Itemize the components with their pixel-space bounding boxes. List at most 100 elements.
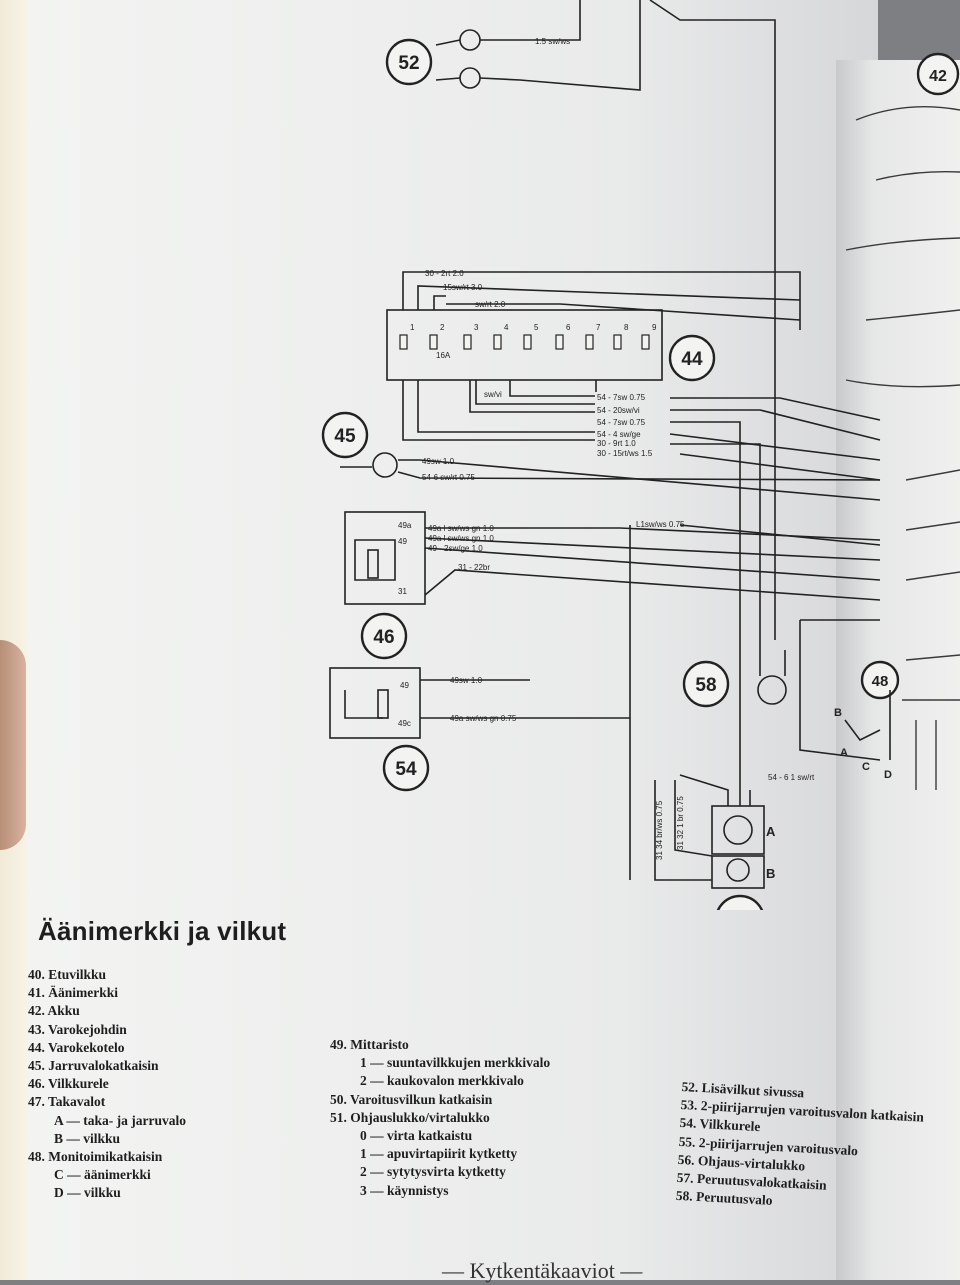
reverse-lamp-icon — [757, 675, 787, 705]
legend-item: B — vilkku — [54, 1130, 121, 1146]
relay-coil-54 — [377, 689, 389, 719]
legend-item: 0 — virta katkaistu — [360, 1128, 473, 1144]
fuse-2-rating: 16A — [436, 351, 451, 360]
component-45-circle — [321, 411, 369, 459]
component-54-label: 54 — [395, 759, 417, 780]
fuse-2-label: 2 — [440, 323, 445, 332]
flasher-relay-46 — [344, 511, 426, 605]
legend-item: 42. Akku — [28, 1003, 80, 1019]
component-54-circle — [382, 744, 430, 792]
component-44-label: 44 — [681, 349, 703, 370]
legend-item: 48. Monitoimikatkaisin — [28, 1149, 163, 1165]
wire-fuse-out-3: 54 - 7sw 0.75 — [597, 418, 646, 427]
component-46-circle — [360, 612, 408, 660]
term-54-49: 49 — [400, 681, 409, 690]
legend-item: 47. Takavalot — [28, 1094, 106, 1110]
fuse-9 — [641, 334, 650, 350]
legend-item: 44. Varokekotelo — [28, 1039, 125, 1055]
wire-54-49a: 49a sw/ws gn 0.75 — [450, 714, 517, 723]
wiring-diagram: 52 1.5 sw/ws 44 1 2 16A 3 4 5 6 7 8 9 30… — [321, 0, 960, 910]
fuse-1 — [399, 334, 408, 350]
wire-47-54-6: 54 - 6 1 sw/rt — [768, 773, 815, 782]
component-42-label: 42 — [929, 68, 947, 85]
page-footer: — Kytkentäkaaviot — — [442, 1258, 643, 1283]
component-48-label: 48 — [872, 673, 889, 690]
legend-item: 3 — käynnistys — [360, 1182, 449, 1198]
wire-46-2: 49a l sw/ws gn 1.0 — [428, 534, 494, 543]
term-46-49a: 49a — [398, 521, 412, 530]
legend-item: 1 — apuvirtapiirit kytketty — [360, 1146, 518, 1162]
wire-45-49sw: 49sw 1.0 — [422, 457, 455, 466]
legend-item: 46. Vilkkurele — [28, 1076, 109, 1092]
facing-page-diagram — [845, 105, 960, 790]
component-48-circle — [860, 660, 900, 700]
term-54-49c: 49c — [398, 719, 411, 728]
component-47-circle — [716, 894, 764, 910]
legend-item: 41. Äänimerkki — [28, 985, 119, 1001]
lamp-52b-icon — [459, 67, 481, 89]
fuse-5 — [523, 334, 532, 350]
wire-52-label: 1.5 sw/ws — [535, 37, 570, 46]
lamp-52a-icon — [459, 29, 481, 51]
legend-item: 43. Varokejohdin — [28, 1021, 127, 1037]
label-48-C: C — [862, 761, 870, 773]
tail-brake-lamp-icon — [723, 815, 753, 845]
wire-46-4: 31 - 22br — [458, 563, 490, 572]
flasher-relay-54 — [329, 667, 421, 739]
fuse-3 — [463, 334, 472, 350]
wire-45-54-6: 54-6 sw/rt 0.75 — [422, 473, 475, 482]
brake-switch-icon — [372, 452, 398, 478]
relay-coil-46 — [367, 549, 379, 579]
legend-item: 45. Jarruvalokatkaisin — [28, 1058, 159, 1074]
component-42-circle — [916, 52, 960, 96]
wire-46-1: 49a l sw/ws gn 1.0 — [428, 524, 494, 533]
rear-light-47a — [711, 805, 765, 855]
fuse-4-label: 4 — [504, 323, 509, 332]
wire-sw-vi: sw/vi — [484, 390, 502, 399]
legend-item: C — äänimerkki — [54, 1167, 151, 1183]
fuse-5-label: 5 — [534, 323, 539, 332]
legend-item: 1 — suuntavilkkujen merkkivalo — [360, 1055, 551, 1071]
component-44-circle — [668, 334, 716, 382]
label-48-B: B — [834, 707, 842, 719]
label-48-D: D — [884, 769, 892, 781]
turn-lamp-icon — [726, 858, 750, 882]
label-47-A: A — [766, 824, 776, 839]
wire-fuse-out-4: 54 - 4 sw/ge — [597, 430, 641, 439]
wire-47-31-34: 31 34 br/ws 0.75 — [655, 800, 664, 860]
component-58-label: 58 — [695, 675, 716, 696]
legend-column-2: 49. Mittaristo 1 — suuntavilkkujen merkki… — [330, 1036, 550, 1200]
wire-fuse-out-5: 30 - 9rt 1.0 — [597, 439, 636, 448]
fuse-box-44 — [386, 309, 663, 381]
label-47-B: B — [766, 866, 775, 881]
legend-item: A — taka- ja jarruvalo — [54, 1112, 186, 1128]
legend-item: 50. Varoitusvilkun katkaisin — [330, 1091, 493, 1107]
section-heading: Äänimerkki ja vilkut — [38, 916, 287, 946]
component-52-label: 52 — [398, 53, 419, 74]
wire-15sw-rt: 15sw/rt 3.0 — [443, 283, 483, 292]
fuse-1-label: 1 — [410, 323, 415, 332]
fuse-7-label: 7 — [596, 323, 601, 332]
component-52-circle — [385, 38, 433, 86]
component-45-label: 45 — [334, 426, 356, 447]
legend-item: 2 — kaukovalon merkkivalo — [360, 1073, 524, 1089]
thumb — [0, 640, 26, 850]
wire-30-2rt: 30 - 2rt 2.0 — [425, 269, 464, 278]
legend-column-1: 40. Etuvilkku 41. Äänimerkki 42. Akku 43. V… — [28, 966, 186, 1203]
fuse-2 — [429, 334, 438, 350]
component-58-circle — [682, 660, 730, 708]
label-48-A: A — [840, 747, 848, 759]
fuse-8 — [613, 334, 622, 350]
legend-item: 51. Ohjauslukko/virtalukko — [330, 1109, 490, 1125]
legend-item: 40. Etuvilkku — [28, 967, 107, 982]
wire-fuse-out-6: 30 - 15rt/ws 1.5 — [597, 449, 653, 458]
fuse-row: 1 2 16A 3 4 5 6 7 8 9 — [399, 323, 657, 360]
wire-fuse-out-2: 54 - 20sw/vi — [597, 406, 640, 415]
wire-47-31-32: 31 32 1 br 0.75 — [676, 796, 685, 850]
legend-item: D — vilkku — [54, 1185, 121, 1201]
legend-item: 49. Mittaristo — [330, 1037, 409, 1052]
wire-46-3: 49 - 2sw/ge 1.0 — [428, 544, 483, 553]
wire-54-49sw: 49sw 1.0 — [450, 676, 483, 685]
fuse-7 — [585, 334, 594, 350]
component-46-label: 46 — [373, 627, 394, 648]
